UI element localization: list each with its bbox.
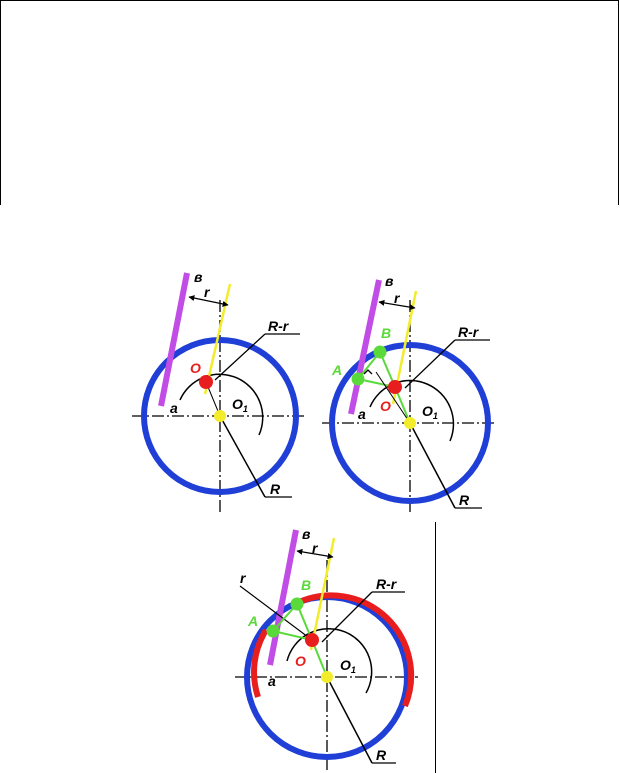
highlighted-arc <box>295 592 415 708</box>
top-frame-box <box>0 0 619 205</box>
label-b: B <box>301 577 311 593</box>
label-e: в <box>302 526 311 542</box>
leader-R-minus-r <box>321 591 373 643</box>
label-a: A <box>247 613 258 629</box>
offset-arrow <box>188 295 229 307</box>
label-R-minus-r: R-r <box>458 324 480 340</box>
point-o <box>305 633 319 647</box>
point-b <box>290 597 304 611</box>
label-R: R <box>270 481 281 497</box>
point-b <box>373 345 387 359</box>
label-R-minus-r: R-r <box>268 318 290 334</box>
label-o: O <box>295 653 306 669</box>
offset-arrow <box>296 548 334 560</box>
diagram-3: в r r R-r B A O O1 a R <box>235 526 418 770</box>
point-o1 <box>321 671 333 683</box>
circle-R <box>141 337 299 495</box>
radius-R-line <box>326 676 373 764</box>
arc-R-minus-r <box>179 373 264 436</box>
label-a-line: a <box>268 673 276 689</box>
leader-r <box>239 585 313 641</box>
diagram-1: в r R-r O O1 a R <box>132 269 305 512</box>
offset-arrow <box>378 299 416 311</box>
point-o1 <box>214 410 226 422</box>
label-o: O <box>190 360 201 376</box>
point-o1 <box>404 417 416 429</box>
circle-R <box>329 342 491 504</box>
label-r-offset: r <box>312 540 319 556</box>
label-e: в <box>385 273 394 289</box>
leader-R-minus-r <box>214 333 266 381</box>
right-angle-mark <box>363 369 373 375</box>
point-o <box>388 380 402 394</box>
label-r: r <box>394 290 401 306</box>
line-e <box>158 272 190 407</box>
label-o1: O1 <box>340 657 356 675</box>
label-a: A <box>331 362 342 378</box>
diagram-2: в r R-r B A O O1 a R <box>322 273 495 515</box>
label-R: R <box>459 492 470 508</box>
line-e <box>267 529 299 666</box>
radius-R-line <box>409 422 456 509</box>
radius-R-line <box>219 415 266 498</box>
point-a <box>351 372 365 386</box>
leader-R-through-o <box>375 371 411 424</box>
label-o: O <box>380 398 391 414</box>
label-r: r <box>240 570 247 586</box>
arc-R-minus-r <box>369 379 455 442</box>
leader-R-minus-r <box>404 339 456 389</box>
label-a: a <box>170 400 178 416</box>
label-e: в <box>194 269 203 285</box>
label-a-line: a <box>358 406 366 422</box>
line-e <box>348 279 382 415</box>
label-o1: O1 <box>422 403 438 421</box>
point-a <box>266 624 280 638</box>
label-R: R <box>376 747 387 763</box>
highlighted-arc-left <box>251 628 269 698</box>
label-R-minus-r: R-r <box>376 576 398 592</box>
vertical-divider <box>435 522 436 773</box>
label-o1: O1 <box>232 396 248 414</box>
label-b: B <box>381 325 391 341</box>
arc-R-minus-r <box>286 628 373 694</box>
label-r: r <box>204 284 211 300</box>
point-o <box>199 375 213 389</box>
